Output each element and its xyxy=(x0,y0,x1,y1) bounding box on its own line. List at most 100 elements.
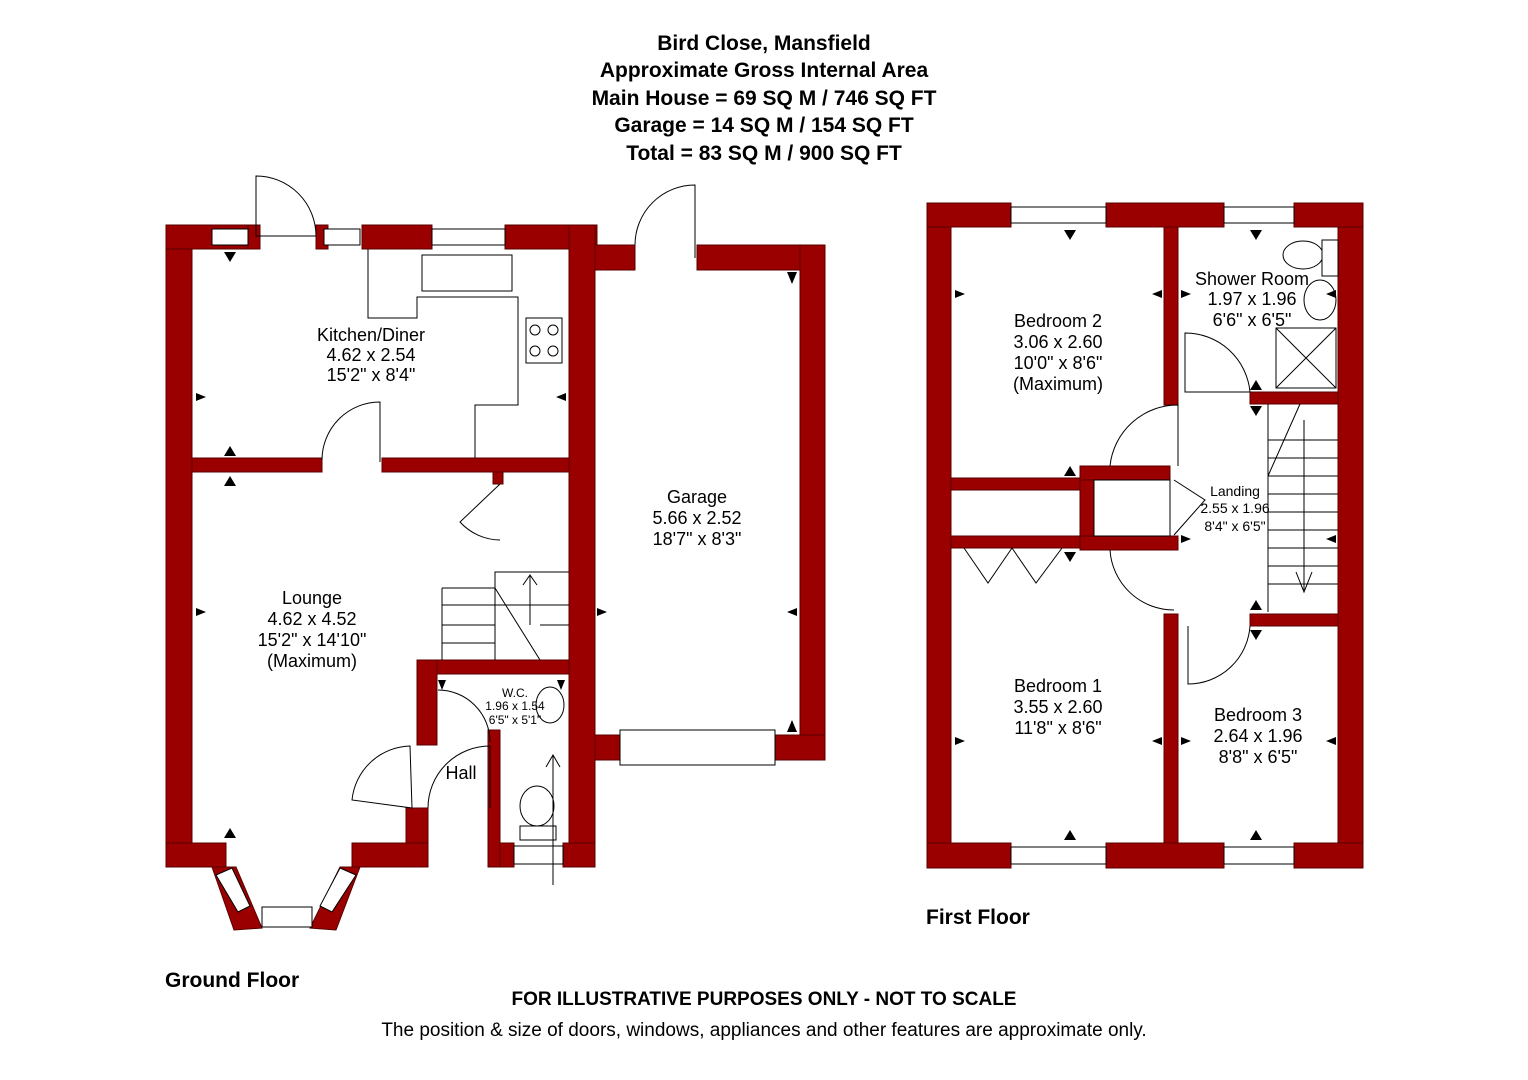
room-metric: 3.55 x 2.60 xyxy=(1013,697,1102,717)
room-note: (Maximum) xyxy=(267,651,357,671)
room-imperial: 15'2" x 14'10" xyxy=(258,630,367,650)
wall xyxy=(1293,842,1364,869)
wall xyxy=(799,244,826,761)
wall xyxy=(950,535,1082,549)
stair-arrow-icon xyxy=(1295,420,1313,594)
window xyxy=(323,228,361,246)
wall xyxy=(428,659,570,675)
room-label-lounge: Lounge 4.62 x 4.52 15'2" x 14'10" (Maxim… xyxy=(258,588,367,671)
door-swing xyxy=(1109,549,1175,611)
wall xyxy=(1249,613,1339,627)
door-swing xyxy=(459,483,501,541)
window xyxy=(1223,846,1295,865)
hob-icon xyxy=(525,317,563,364)
garage-door xyxy=(619,729,776,766)
ground-floor-plan xyxy=(165,175,826,931)
room-name: Lounge xyxy=(282,588,342,608)
room-imperial: 18'7" x 8'3" xyxy=(653,529,742,549)
wc-entry-arrow-icon xyxy=(545,754,561,885)
wall xyxy=(361,224,433,250)
room-metric: 1.96 x 1.54 xyxy=(485,699,545,713)
wall xyxy=(1163,226,1179,406)
door-swing xyxy=(1109,404,1179,467)
area-subtitle: Approximate Gross Internal Area xyxy=(600,59,929,82)
wall xyxy=(351,842,429,868)
window xyxy=(431,228,506,246)
wall xyxy=(165,224,193,868)
room-label-kitchen: Kitchen/Diner 4.62 x 2.54 15'2" x 8'4" xyxy=(317,325,425,385)
wall xyxy=(926,842,1012,869)
wardrobe-doors xyxy=(963,547,1063,584)
wall xyxy=(405,807,429,844)
room-label-wc: W.C. 1.96 x 1.54 6'5" x 5'1" xyxy=(485,686,545,727)
staircase xyxy=(1267,403,1338,612)
door-swing xyxy=(437,689,491,743)
wall xyxy=(1079,535,1179,551)
wall xyxy=(594,244,636,271)
room-imperial: 11'8" x 8'6" xyxy=(1014,718,1101,738)
room-imperial: 6'5" x 5'1" xyxy=(489,713,541,727)
room-metric: 3.06 x 2.60 xyxy=(1013,332,1102,352)
sink-icon xyxy=(421,254,513,292)
room-imperial: 6'6" x 6'5" xyxy=(1213,310,1292,330)
room-name: Shower Room xyxy=(1195,269,1309,289)
wall xyxy=(774,734,826,761)
total-area: Total = 83 SQ M / 900 SQ FT xyxy=(626,142,902,165)
wall xyxy=(568,224,596,868)
first-floor-plan xyxy=(926,202,1364,869)
address-title: Bird Close, Mansfield xyxy=(657,32,871,55)
bay-window xyxy=(215,867,251,913)
kitchen-worktop xyxy=(367,249,519,458)
room-metric: 2.64 x 1.96 xyxy=(1213,726,1302,746)
toilet-cistern-icon xyxy=(1321,239,1339,277)
wall xyxy=(1249,391,1339,405)
room-label-bedroom-1: Bedroom 1 3.55 x 2.60 11'8" x 8'6" xyxy=(1013,676,1102,738)
dimension-arrows xyxy=(955,230,1336,840)
room-label-bedroom-2: Bedroom 2 3.06 x 2.60 10'0" x 8'6" (Maxi… xyxy=(1013,311,1103,394)
window xyxy=(1010,846,1107,865)
bay-window xyxy=(319,867,357,913)
door-swing xyxy=(427,745,491,809)
room-imperial: 10'0" x 8'6" xyxy=(1014,353,1103,373)
toilet-icon xyxy=(1282,240,1324,270)
wall xyxy=(1079,465,1171,481)
door-swing xyxy=(351,745,413,809)
wall xyxy=(926,202,1012,228)
room-metric: 2.55 x 1.96 xyxy=(1200,500,1269,516)
door-swing xyxy=(1184,332,1251,393)
wall xyxy=(1293,202,1364,228)
room-metric: 5.66 x 2.52 xyxy=(652,508,741,528)
door-swing xyxy=(1173,479,1206,536)
room-name: Garage xyxy=(667,487,727,507)
wall xyxy=(487,729,501,868)
wall xyxy=(562,842,596,868)
disclaimer: FOR ILLUSTRATIVE PURPOSES ONLY - NOT TO … xyxy=(512,989,1017,1010)
room-label-landing: Landing 2.55 x 1.96 8'4" x 6'5" xyxy=(1200,483,1269,534)
wall xyxy=(191,457,323,473)
main-house-area: Main House = 69 SQ M / 746 SQ FT xyxy=(592,87,937,110)
room-metric: 4.62 x 2.54 xyxy=(326,345,415,365)
room-label-garage: Garage 5.66 x 2.52 18'7" x 8'3" xyxy=(652,487,741,549)
window xyxy=(513,845,564,865)
wall xyxy=(594,734,621,761)
room-metric: 4.62 x 4.52 xyxy=(267,609,356,629)
wall xyxy=(926,202,952,869)
cupboard xyxy=(1093,479,1171,537)
disclaimer-note: The position & size of doors, windows, a… xyxy=(381,1020,1146,1041)
door-swing xyxy=(1187,625,1251,685)
basin-icon xyxy=(1303,279,1337,321)
room-name: Bedroom 3 xyxy=(1214,705,1302,725)
room-metric: 1.97 x 1.96 xyxy=(1207,289,1296,309)
garage-area: Garage = 14 SQ M / 154 SQ FT xyxy=(614,114,914,137)
room-note: (Maximum) xyxy=(1013,374,1103,394)
wall xyxy=(1163,613,1179,844)
room-label-hall: Hall xyxy=(445,763,476,783)
room-name: Bedroom 1 xyxy=(1014,676,1102,696)
wall xyxy=(247,224,261,250)
door-swing xyxy=(634,184,696,258)
wall xyxy=(492,471,504,485)
first-floor-label: First Floor xyxy=(926,906,1030,929)
wall xyxy=(416,659,438,746)
wall xyxy=(1105,202,1225,228)
